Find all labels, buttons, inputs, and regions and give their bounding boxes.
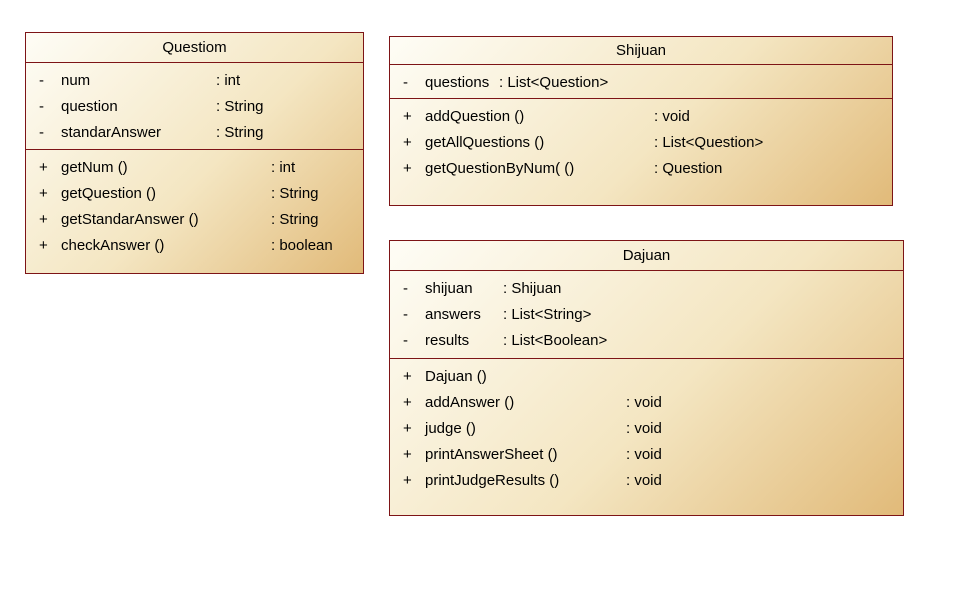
visibility-sign: - — [403, 74, 408, 91]
member-row: -answers : List<String> — [390, 302, 903, 328]
member-row: -results : List<Boolean> — [390, 328, 903, 354]
member-name: standarAnswer — [61, 124, 162, 141]
methods-compartment: + addQuestion () : void + getAllQuestions ()… — [390, 99, 892, 205]
member-row: + getNum () : int — [26, 155, 363, 181]
methods-compartment: + Dajuan () + addAnswer () : void + judge () : … — [390, 359, 903, 515]
class-title: Dajuan — [390, 241, 903, 271]
member-type: : void — [654, 108, 690, 125]
member-name: getStandarAnswer () — [61, 211, 199, 228]
attributes-compartment: -num: int-question: String-standarAnswer… — [26, 63, 363, 150]
member-name: getQuestionByNum( () — [425, 160, 575, 177]
visibility-sign: + — [39, 211, 48, 228]
member-type: : void — [626, 472, 662, 489]
member-type: : int — [271, 159, 296, 176]
visibility-sign: + — [39, 185, 48, 202]
member-name: judge () — [425, 420, 476, 437]
class-title: Shijuan — [390, 37, 892, 65]
member-row: + judge () : void — [390, 416, 903, 442]
visibility-sign: + — [403, 134, 412, 151]
member-name: getAllQuestions () — [425, 134, 545, 151]
member-row: + getStandarAnswer () : String — [26, 207, 363, 233]
member-type: : void — [626, 420, 662, 437]
member-type: : Question — [654, 160, 723, 177]
class-box-questiom[interactable]: Questiom -num: int-question: String-stan… — [25, 32, 364, 274]
member-row: -shijuan : Shijuan — [390, 276, 903, 302]
visibility-sign: + — [403, 108, 412, 125]
member-row: + Dajuan () — [390, 364, 903, 390]
visibility-sign: + — [403, 420, 412, 437]
member-row: + printAnswerSheet () : void — [390, 442, 903, 468]
member-type: : Shijuan — [503, 280, 562, 297]
visibility-sign: - — [403, 280, 408, 297]
member-type: : String — [271, 185, 319, 202]
member-name: results — [425, 332, 470, 349]
attributes-compartment: -questions : List<Question> — [390, 65, 892, 99]
visibility-sign: - — [39, 124, 44, 141]
attributes-compartment: -shijuan: Shijuan-answers: List<String>-… — [390, 271, 903, 359]
member-name: questions — [425, 74, 490, 91]
visibility-sign: + — [39, 159, 48, 176]
member-type: : void — [626, 394, 662, 411]
member-name: Dajuan () — [425, 368, 487, 385]
class-box-dajuan[interactable]: Dajuan -shijuan: Shijuan-answers: List<S… — [389, 240, 904, 516]
member-type: : List<String> — [503, 306, 592, 323]
member-name: answers — [425, 306, 481, 323]
member-type: : int — [216, 72, 241, 89]
visibility-sign: - — [39, 98, 44, 115]
member-row: -questions : List<Question> — [390, 70, 892, 96]
visibility-sign: - — [403, 332, 408, 349]
member-row: + getQuestion () : String — [26, 181, 363, 207]
visibility-sign: - — [403, 306, 408, 323]
member-type: : boolean — [271, 237, 333, 254]
member-name: getQuestion () — [61, 185, 157, 202]
member-type: : List<Question> — [499, 74, 609, 91]
member-row: + addQuestion () : void — [390, 104, 892, 130]
member-row: + getQuestionByNum( () : Question — [390, 156, 892, 182]
member-type: : void — [626, 446, 662, 463]
class-title: Questiom — [26, 33, 363, 63]
member-row: + addAnswer () : void — [390, 390, 903, 416]
member-type: : String — [216, 124, 264, 141]
class-box-shijuan[interactable]: Shijuan -questions : List<Question> + addQ… — [389, 36, 893, 206]
visibility-sign: + — [39, 237, 48, 254]
visibility-sign: + — [403, 368, 412, 385]
member-row: + printJudgeResults () : void — [390, 468, 903, 494]
member-type: : String — [271, 211, 319, 228]
member-name: question — [61, 98, 118, 115]
member-row: -question : String — [26, 94, 363, 120]
visibility-sign: + — [403, 160, 412, 177]
member-type: : List<Question> — [654, 134, 764, 151]
member-name: getNum () — [61, 159, 128, 176]
member-row: -num : int — [26, 68, 363, 94]
visibility-sign: + — [403, 472, 412, 489]
member-type: : List<Boolean> — [503, 332, 608, 349]
member-name: shijuan — [425, 280, 473, 297]
visibility-sign: - — [39, 72, 44, 89]
member-name: addQuestion () — [425, 108, 525, 125]
member-name: printAnswerSheet () — [425, 446, 558, 463]
member-type: : String — [216, 98, 264, 115]
member-name: num — [61, 72, 91, 89]
member-name: checkAnswer () — [61, 237, 165, 254]
methods-compartment: + getNum () : int + getQuestion () : String + g… — [26, 150, 363, 273]
member-row: -standarAnswer : String — [26, 120, 363, 146]
member-name: printJudgeResults () — [425, 472, 560, 489]
member-row: + checkAnswer () : boolean — [26, 233, 363, 259]
member-name: addAnswer () — [425, 394, 515, 411]
visibility-sign: + — [403, 446, 412, 463]
member-row: + getAllQuestions () : List<Question> — [390, 130, 892, 156]
visibility-sign: + — [403, 394, 412, 411]
